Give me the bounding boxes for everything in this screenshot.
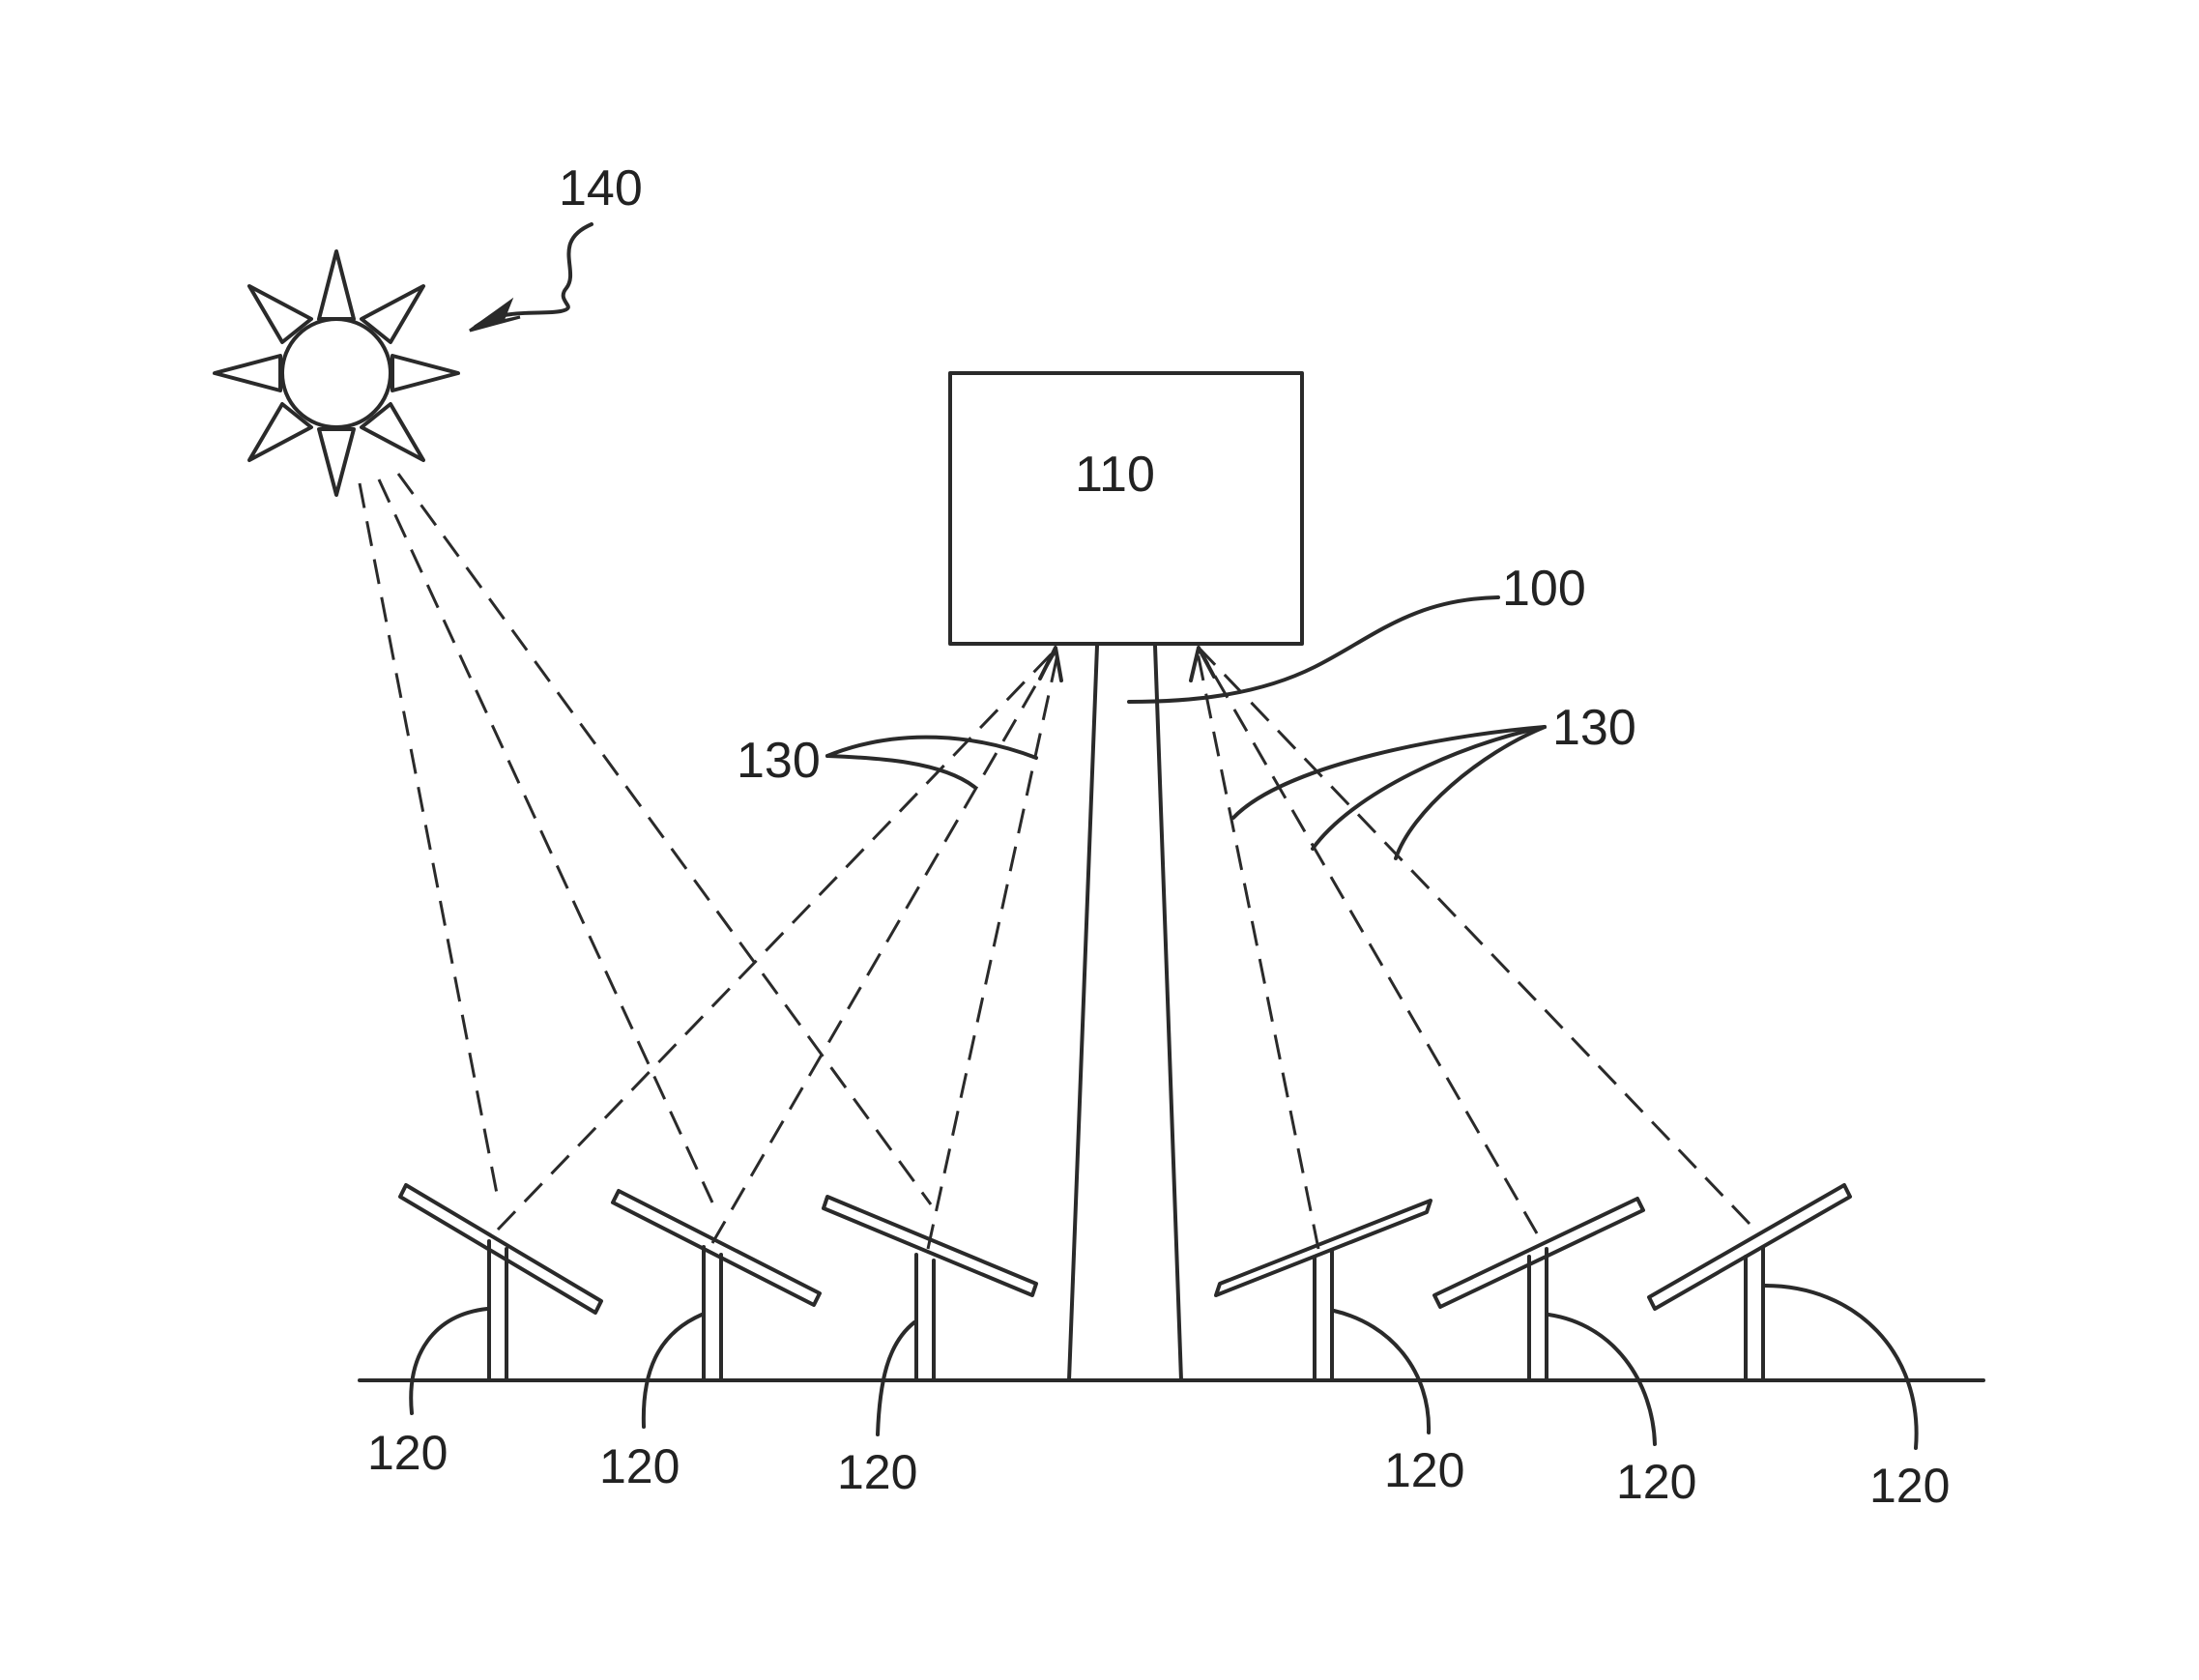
sun-leader-arrowhead [470,302,520,331]
heliostat-leader-2 [644,1315,702,1427]
heliostat-leader-6 [1765,1286,1917,1448]
tower-leader [1129,597,1498,702]
tower-label: 100 [1502,561,1586,617]
heliostat-label-4: 120 [1384,1443,1464,1497]
heliostat-label-2: 120 [599,1439,680,1493]
rays-label-left: 130 [737,733,821,789]
reflected-ray-4 [1197,648,1318,1249]
heliostat-label-1: 120 [367,1426,448,1480]
tower-right-edge [1155,646,1181,1380]
sun-label: 140 [559,160,643,217]
ray-leader-left-2 [827,756,974,787]
rays-label-right: 130 [1552,700,1636,756]
receiver-box [950,373,1302,644]
heliostat-3 [824,1197,1036,1380]
heliostat-2 [613,1191,820,1380]
heliostat-leader-4 [1334,1311,1429,1433]
sun-leader-arrow [476,224,592,327]
heliostat-4 [1216,1201,1431,1380]
heliostat-6 [1649,1185,1850,1380]
tower-left-edge [1069,646,1097,1380]
heliostat-label-3: 120 [837,1445,917,1499]
reflected-ray-5 [1199,648,1537,1233]
heliostat-leader-1 [411,1309,487,1413]
heliostat-label-6: 120 [1869,1459,1950,1513]
sun-icon [215,251,458,495]
receiver-label: 110 [1075,447,1155,503]
heliostat-1 [400,1185,601,1380]
heliostat-5 [1434,1199,1643,1380]
heliostat-label-5: 120 [1616,1455,1696,1509]
